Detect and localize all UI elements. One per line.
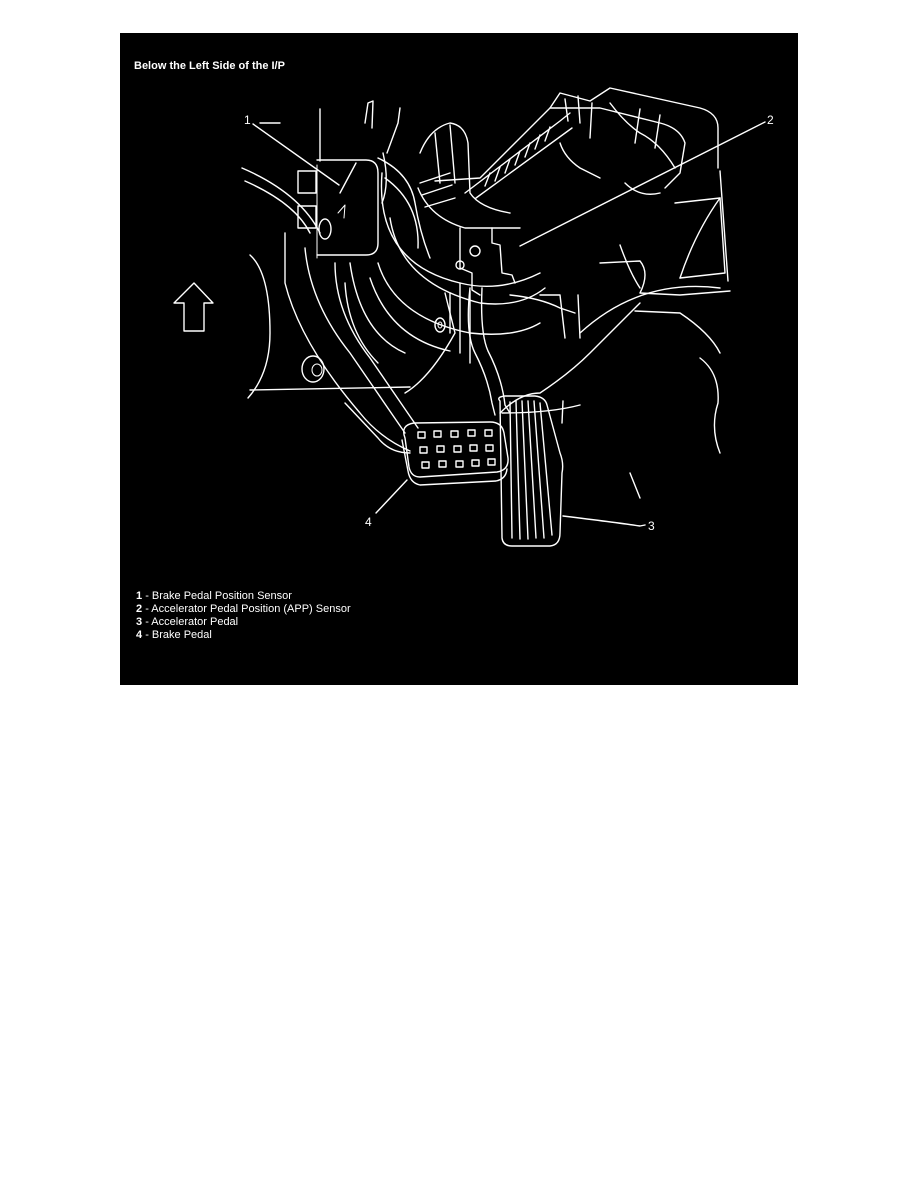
legend-item: 1 - Brake Pedal Position Sensor	[136, 590, 351, 603]
legend-label: - Brake Pedal Position Sensor	[145, 590, 292, 602]
right-trim-panel	[509, 170, 731, 499]
callout-number-2: 2	[767, 113, 774, 127]
legend-number: 2	[136, 603, 143, 615]
pedal-bracket	[301, 122, 521, 394]
accelerator-pedal-pad	[498, 395, 564, 547]
callout-leaders	[252, 121, 766, 527]
legend-item: 2 - Accelerator Pedal Position (APP) Sen…	[136, 603, 351, 616]
legend-number: 3	[136, 616, 143, 628]
legend-item: 4 - Brake Pedal	[136, 629, 351, 642]
legend-label: - Accelerator Pedal Position (APP) Senso…	[145, 603, 351, 615]
callout-number-4: 4	[365, 515, 372, 529]
figure-legend: 1 - Brake Pedal Position Sensor 2 - Acce…	[136, 590, 351, 642]
legend-number: 1	[136, 590, 143, 602]
upper-support-bracket	[419, 87, 719, 208]
legend-number: 4	[136, 629, 143, 641]
legend-label: - Brake Pedal	[145, 629, 212, 641]
steering-column-boot	[344, 172, 546, 364]
brake-pedal-arm	[284, 232, 419, 454]
legend-item: 3 - Accelerator Pedal	[136, 616, 351, 629]
diagram-figure: Below the Left Side of the I/P	[120, 33, 798, 685]
pedal-assembly-illustration	[173, 87, 766, 547]
callout-number-3: 3	[648, 519, 655, 533]
legend-label: - Accelerator Pedal	[145, 616, 239, 628]
brake-pedal-position-sensor	[297, 100, 431, 259]
left-panel-outline	[241, 122, 411, 399]
arrow-up-icon	[173, 282, 214, 332]
brake-pedal-pad	[401, 421, 509, 486]
callout-number-1: 1	[244, 113, 251, 127]
figure-title: Below the Left Side of the I/P	[134, 60, 285, 72]
